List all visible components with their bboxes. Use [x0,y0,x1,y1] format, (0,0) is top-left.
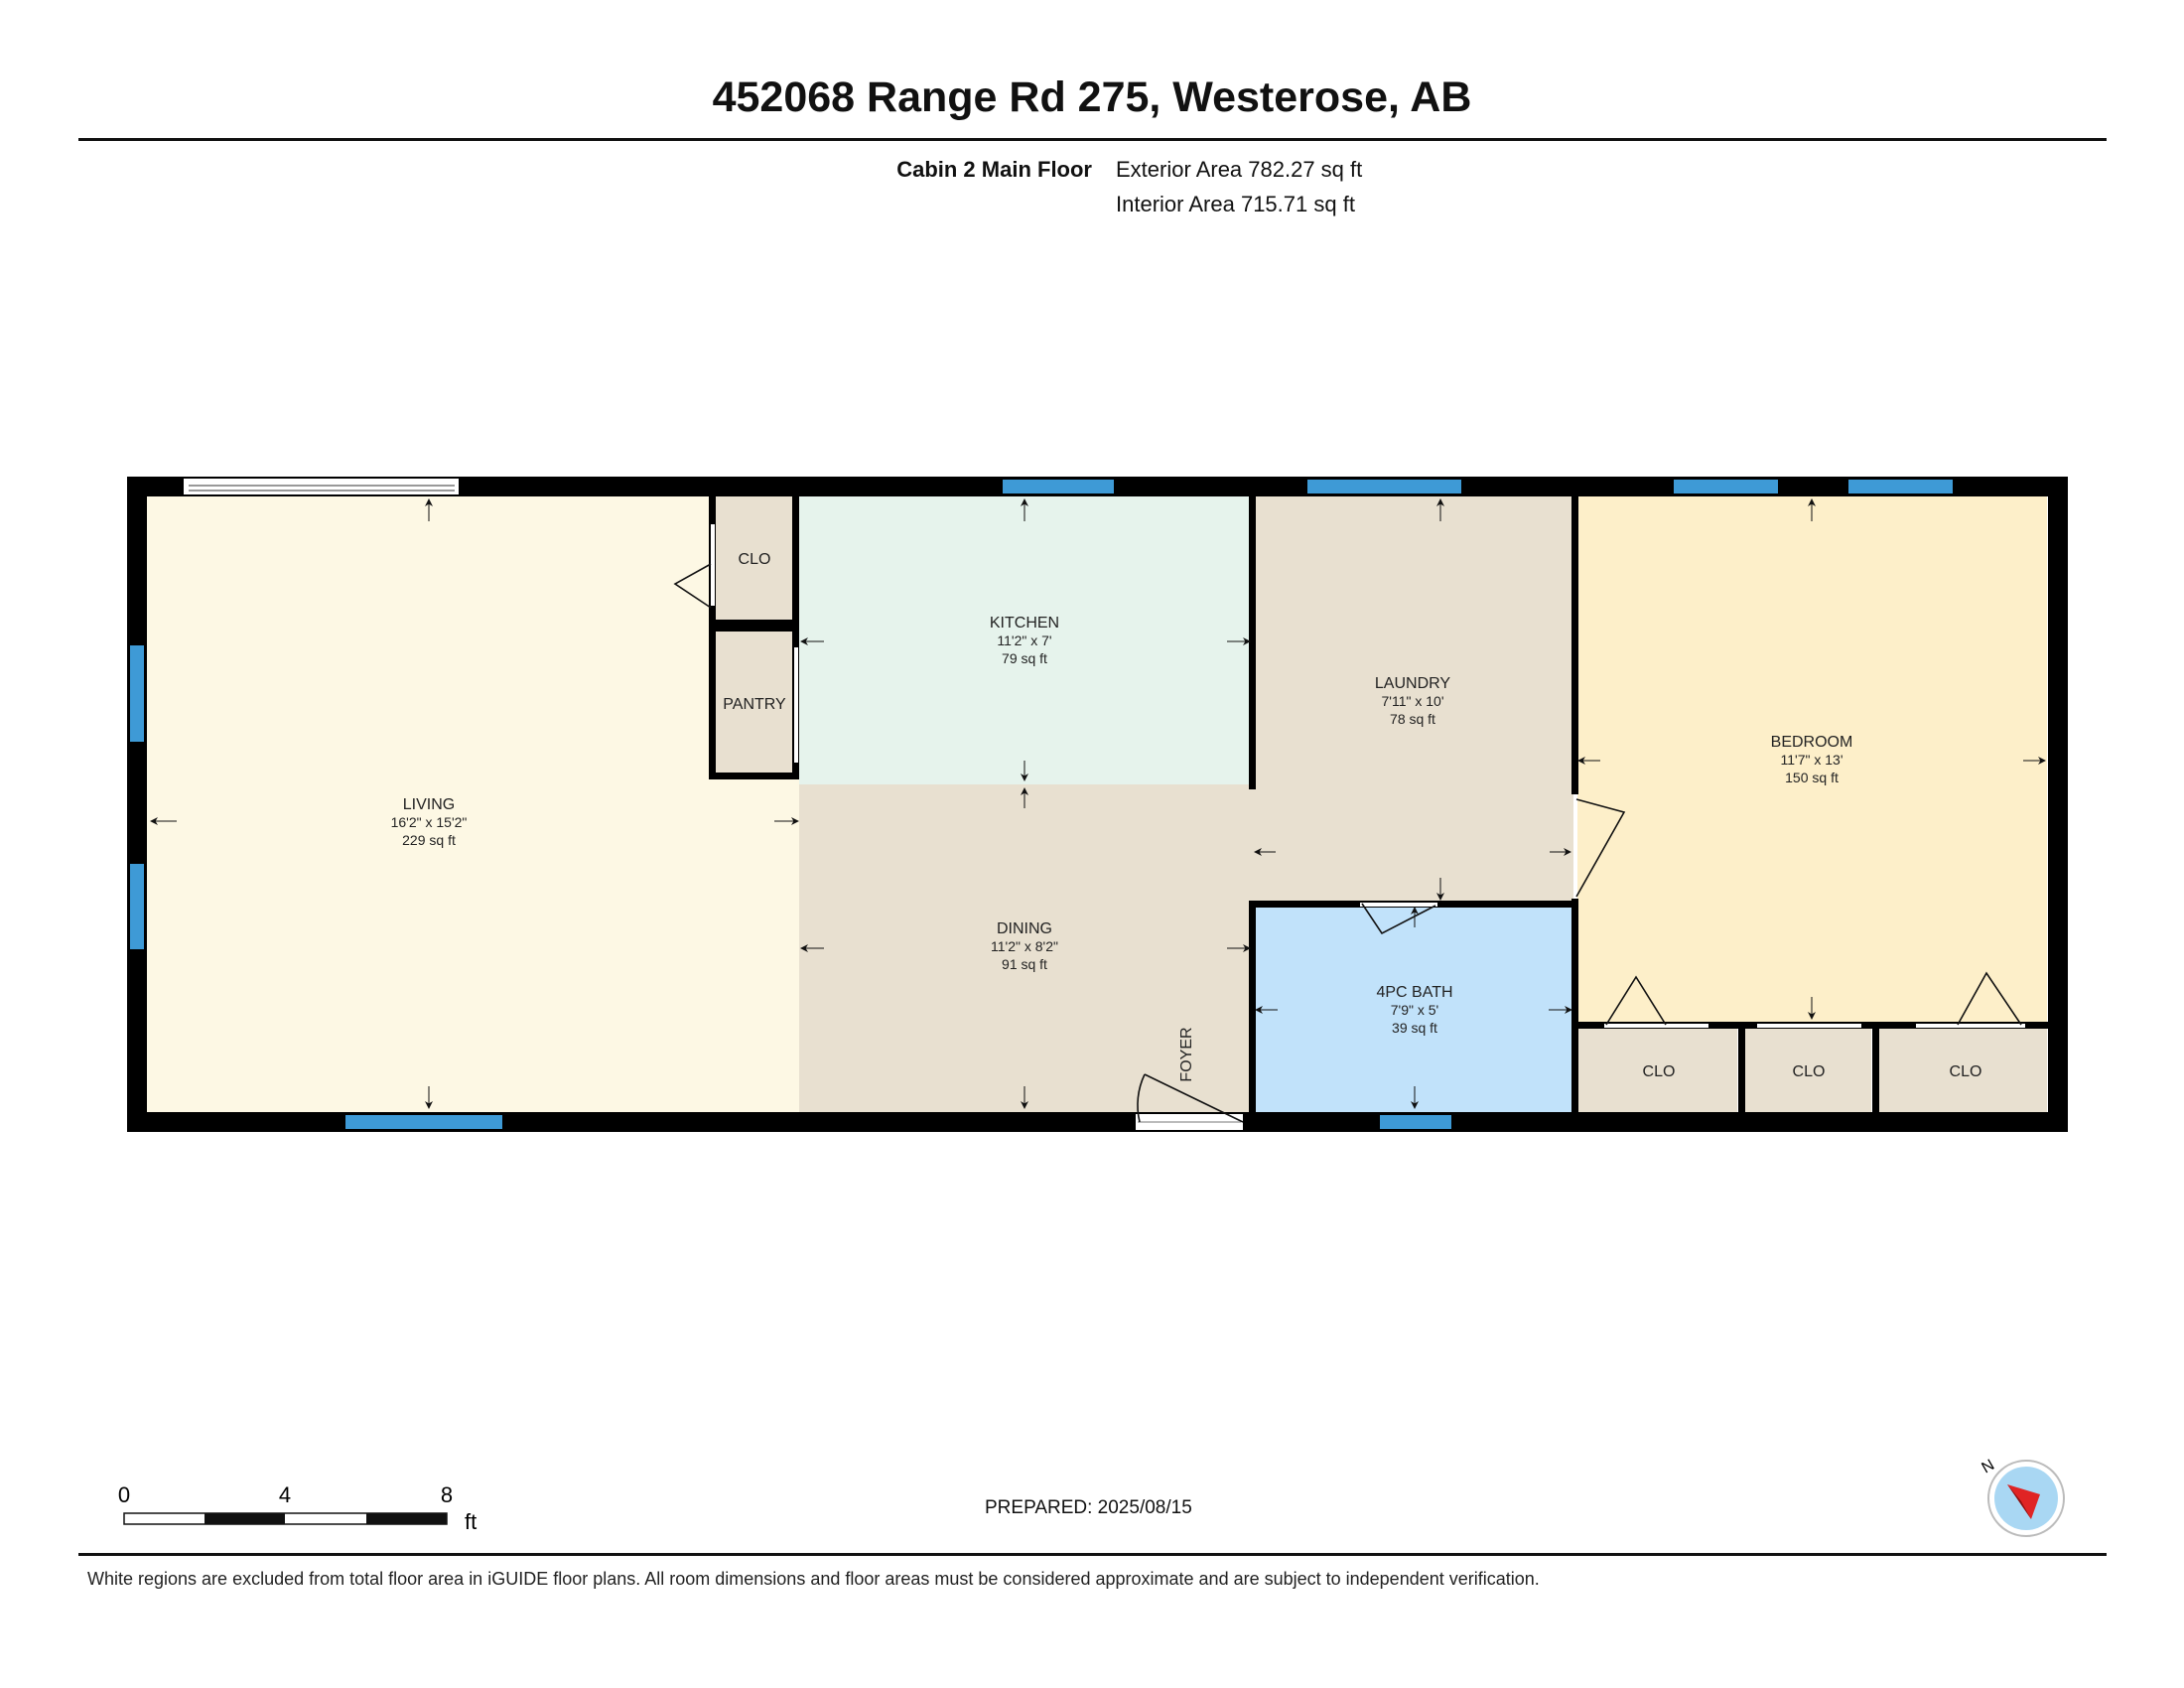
bedroom-room [1575,496,2047,1023]
closet-bed-3-label: CLO [1950,1063,1982,1080]
door-swings [673,563,2022,1123]
bath-label: 4PC BATH [1376,984,1452,1001]
kitchen-area: 79 sq ft [1002,650,1047,666]
exterior-walls [127,477,2068,1132]
footer-rule [78,1553,2107,1556]
scale-bar: 0 4 8 ft [118,1482,477,1534]
bedroom-label: BEDROOM [1771,734,1853,751]
window-living-west-1 [130,645,144,742]
compass-north-label: N [1979,1457,1998,1477]
window-bath [1380,1115,1451,1129]
dining-room [799,784,1253,1112]
closet-upper [715,496,799,621]
living-label: LIVING [403,796,455,813]
closet-bed-1-label: CLO [1643,1063,1676,1080]
kitchen-room [799,496,1253,784]
page-title: 452068 Range Rd 275, Westerose, AB [712,73,1472,121]
openings [184,479,2025,1130]
dimension-arrows [150,498,2046,1109]
kitchen-dims: 11'2" x 7' [997,633,1051,648]
closet-bed-2 [1744,1027,1871,1112]
closet-bed-2-label: CLO [1793,1063,1826,1080]
window-kitchen [1003,480,1114,493]
compass-icon: N [1979,1457,2065,1537]
pantry-room [715,632,799,775]
bath-room [1253,904,1575,1112]
dining-label: DINING [997,920,1052,937]
scale-tick-4: 4 [279,1482,291,1507]
dining-dims: 11'2" x 8'2" [991,938,1058,954]
interior-area: Interior Area 715.71 sq ft [1116,192,1355,216]
disclaimer-text: White regions are excluded from total fl… [87,1569,1540,1589]
laundry-area: 78 sq ft [1390,711,1435,727]
exterior-area: Exterior Area 782.27 sq ft [1116,157,1363,182]
scale-unit: ft [465,1509,477,1534]
closet-bed-3 [1878,1027,2047,1112]
window-bedroom-1 [1674,480,1778,493]
scale-tick-8: 8 [441,1482,453,1507]
window-laundry [1307,480,1461,493]
windows [130,480,1953,1129]
scale-tick-0: 0 [118,1482,130,1507]
living-room [147,496,799,1112]
closet-upper-label: CLO [739,551,771,568]
pantry-label: PANTRY [723,696,786,713]
foyer-label: FOYER [1178,1027,1195,1081]
living-area: 229 sq ft [402,832,456,848]
bath-dims: 7'9" x 5' [1391,1002,1438,1018]
window-living-south [345,1115,502,1129]
kitchen-label: KITCHEN [990,615,1059,632]
closet-bed-1 [1575,1027,1737,1112]
floor-name: Cabin 2 Main Floor [896,157,1092,182]
header-rule [78,138,2107,141]
bedroom-dims: 11'7" x 13' [1781,752,1843,768]
prepared-date: PREPARED: 2025/08/15 [985,1497,1192,1518]
window-living-west-2 [130,864,144,949]
bedroom-area: 150 sq ft [1785,770,1839,785]
window-bedroom-2 [1848,480,1953,493]
living-dims: 16'2" x 15'2" [391,814,468,830]
bath-area: 39 sq ft [1392,1020,1437,1036]
laundry-dims: 7'11" x 10' [1382,693,1444,709]
laundry-label: LAUNDRY [1375,675,1451,692]
laundry-room [1253,496,1575,904]
dining-area: 91 sq ft [1002,956,1047,972]
